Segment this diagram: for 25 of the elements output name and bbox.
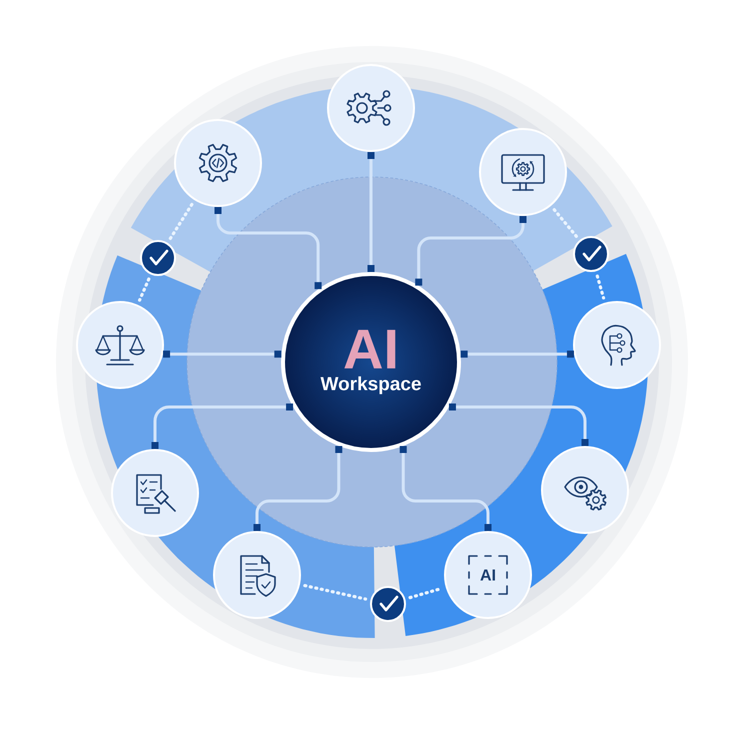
connector [163,350,282,358]
connector [448,404,588,446]
dotted-line [596,274,606,300]
check-badge [140,240,176,276]
connector [254,446,342,531]
connector [368,152,374,272]
dotted-line [168,202,194,240]
icon-circle [76,301,164,389]
connector [460,350,574,358]
check-badge [370,586,406,622]
icon-circle [327,64,415,152]
icon-circle [213,531,301,619]
icon-circle [174,119,262,207]
dotted-line [138,277,150,302]
icon-circle [541,446,629,534]
connector [214,207,322,290]
connector [152,404,294,449]
connector [400,446,492,531]
icon-circle [479,128,567,216]
dotted-line [552,208,578,238]
icon-circle [111,449,199,537]
check-badge [573,236,609,272]
connector [415,216,526,286]
dotted-line [303,584,368,601]
icon-circle [573,301,661,389]
